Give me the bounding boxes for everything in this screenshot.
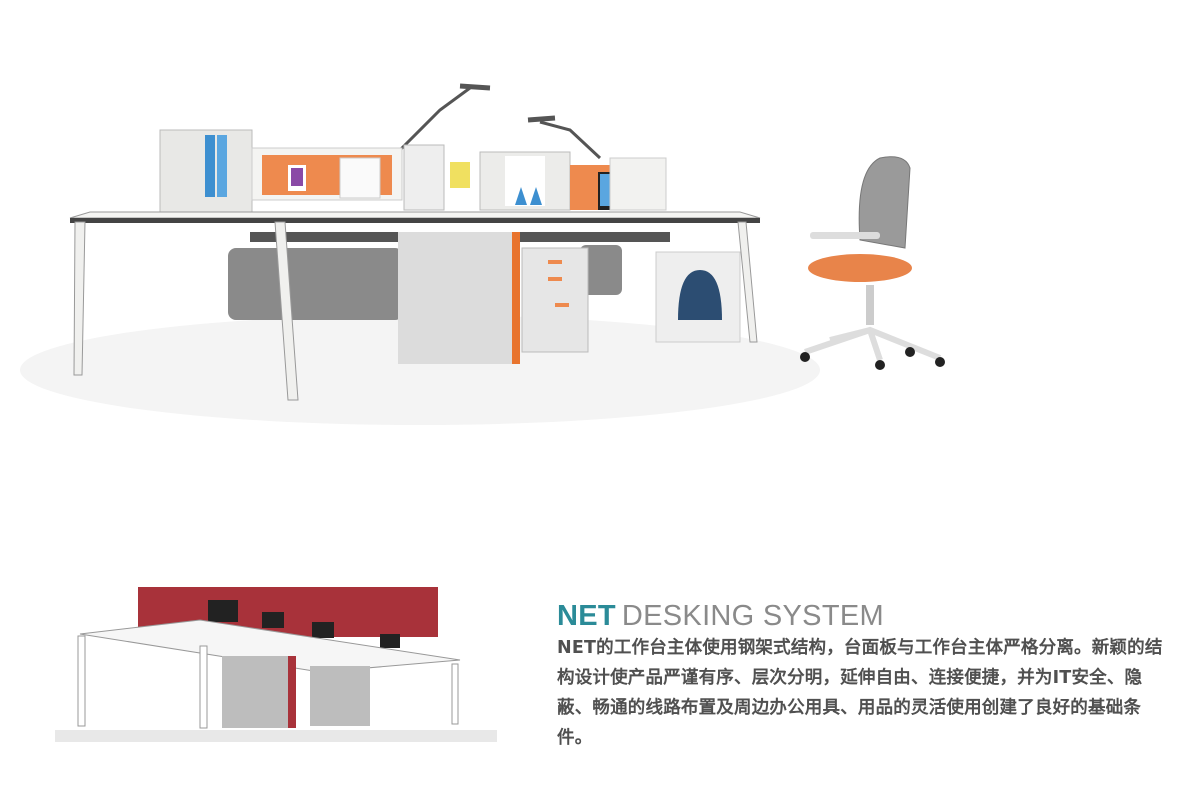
title-rest: DESKING SYSTEM [621, 600, 884, 632]
office-chair [800, 156, 945, 370]
desk-screen-panels [159, 129, 667, 213]
desk-lamp [398, 83, 602, 160]
desk-system-render [20, 83, 945, 425]
desk-system-small-render [55, 587, 497, 742]
product-description: NET的工作台主体使用钢架式结构，台面板与工作台主体严格分离。新颖的结构设计使产… [557, 638, 1163, 748]
title-brand: NET [557, 600, 616, 632]
